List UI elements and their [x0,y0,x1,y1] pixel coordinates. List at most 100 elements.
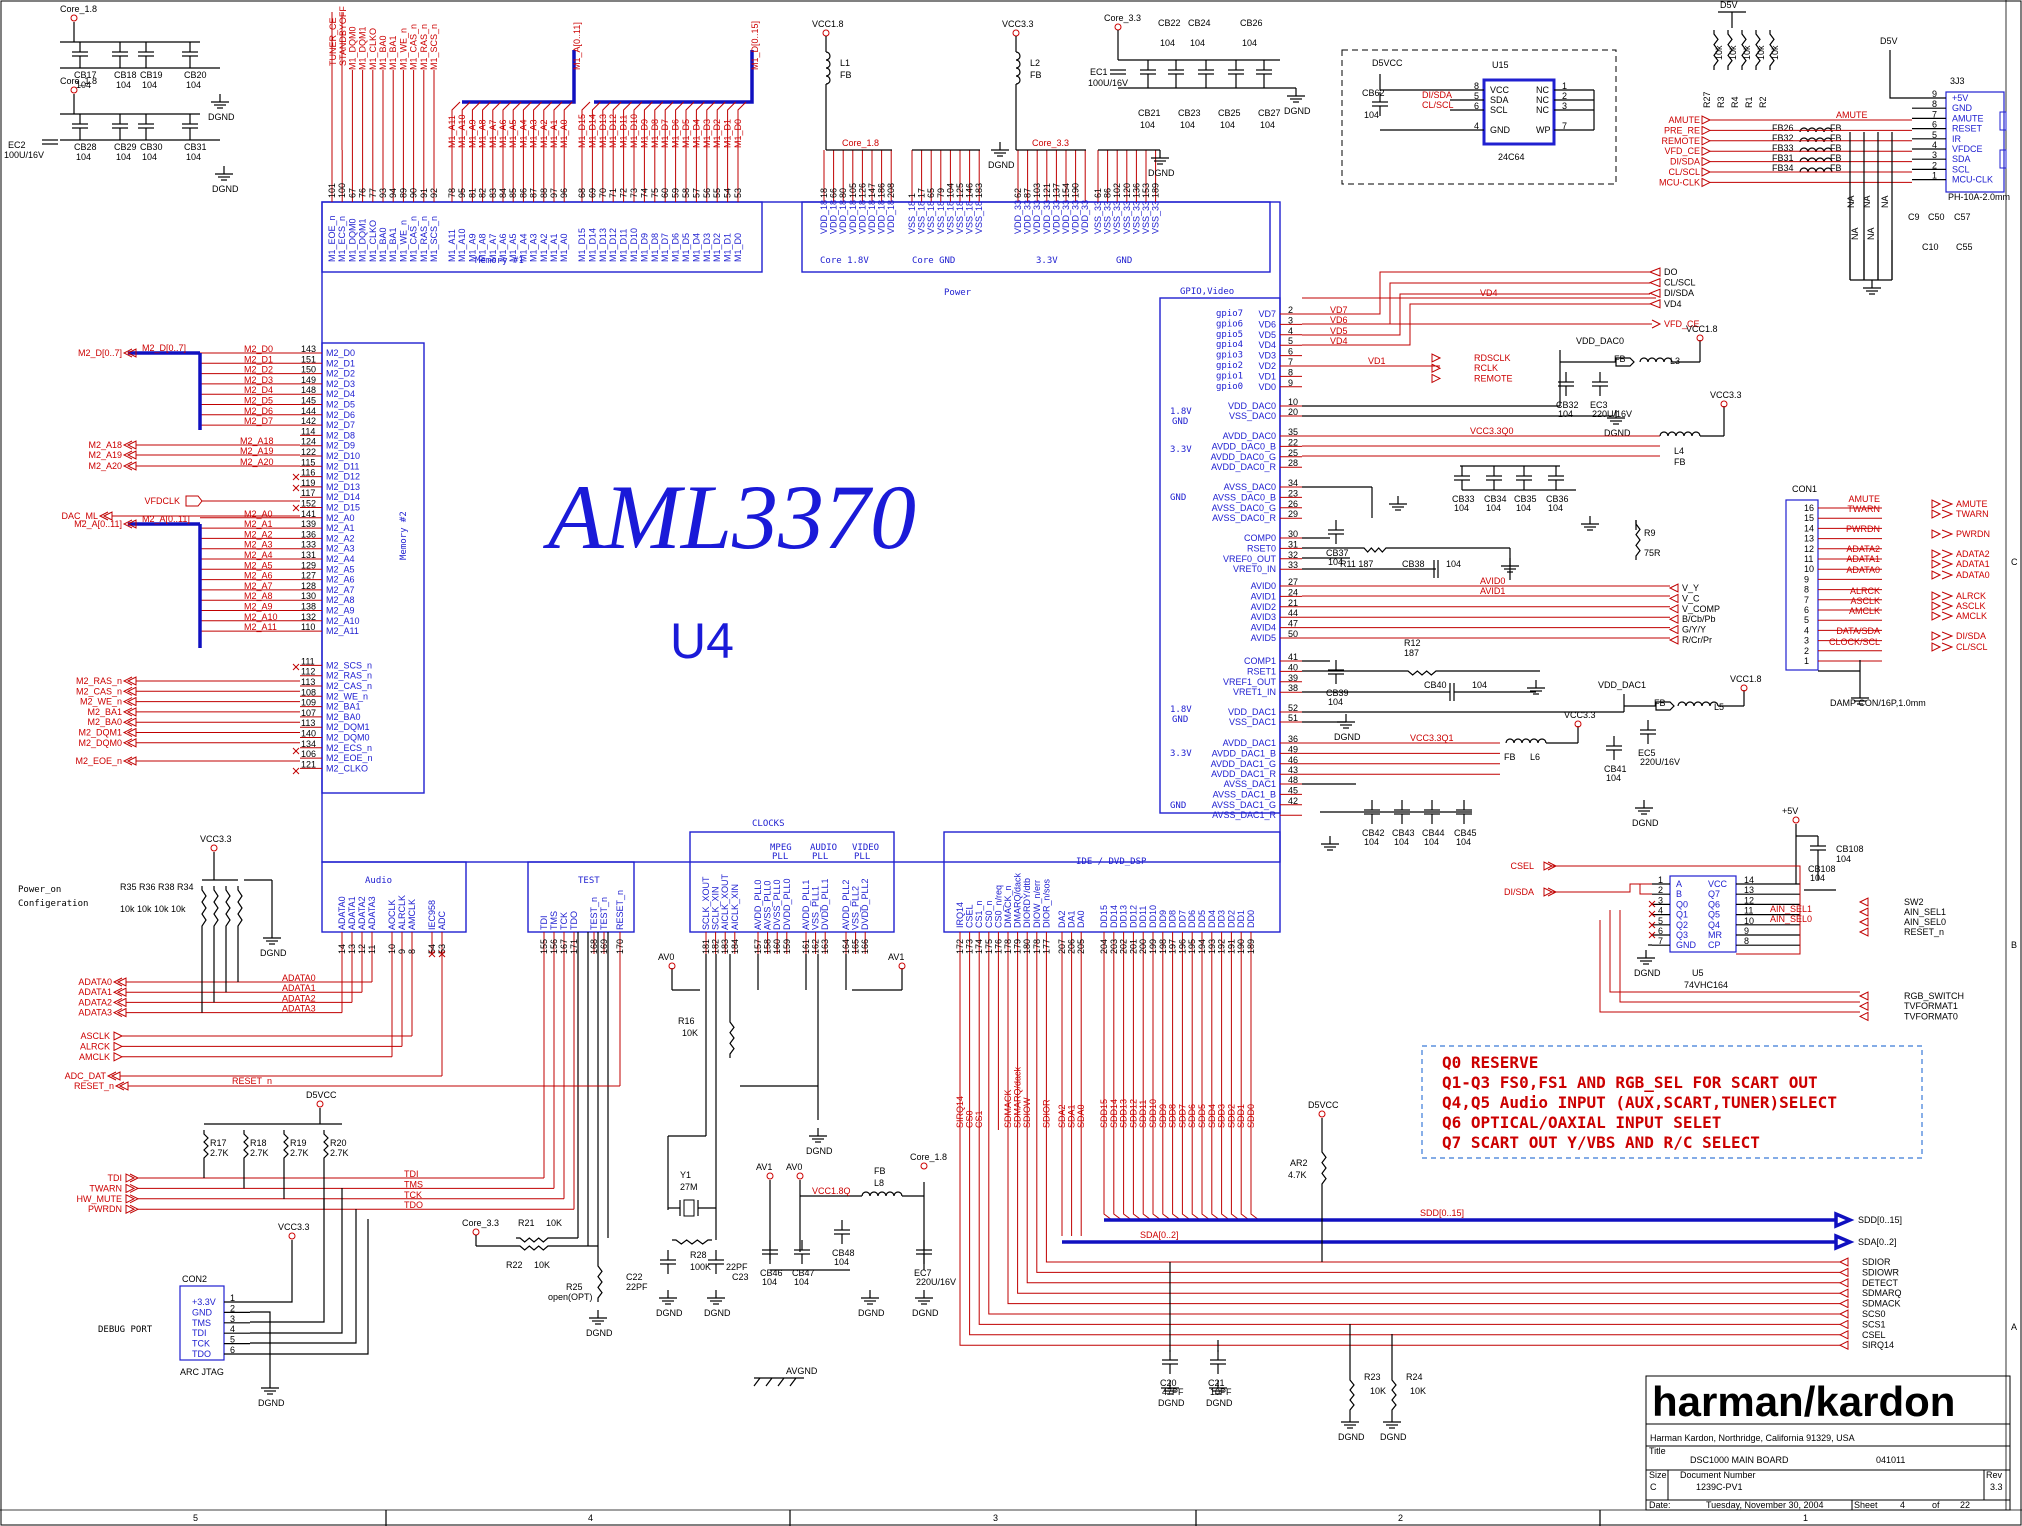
u5-ref: U5 [1692,968,1704,978]
net-label: DI/SDA [1504,887,1534,897]
net-port [122,686,137,697]
cap-ref: CB24 [1188,18,1211,28]
cap-value: 104 [1472,680,1487,690]
resistor [516,1237,552,1243]
ide-pin-num: 179 [1013,939,1023,954]
net-label: ADATA0 [282,973,316,983]
cap-value: 104 [116,80,131,90]
resistor-ref: R12 [1404,638,1421,648]
power-pin-num: 102 [1112,183,1122,198]
net-label: M2_D2 [244,365,273,375]
gpio-pin-name: VD4 [1258,340,1276,350]
power-pin-name: VSS_33 [1151,201,1161,234]
power-pin-num: 125 [955,183,965,198]
mem1-pin-name: M1_A11 [447,229,457,262]
mem2-pin-num: 113 [301,718,315,728]
gpio-pin-name: AVSS_DAC1_R [1212,810,1276,820]
resistor [729,1018,735,1058]
net-label: M2_D1 [244,354,273,364]
note-line: Q4,Q5 Audio INPUT (AUX,SCART,TUNER)SELEC… [1442,1093,1837,1112]
clock-pin-num: 164 [841,939,851,954]
net-port [1838,1277,1849,1288]
no-connect [1648,931,1656,939]
cap-ref: CB47 [792,1268,815,1278]
resistor [201,886,207,930]
clock-pin-name: SCLK_XOUT [701,876,711,930]
mem1-pin-name: M1_A1 [549,233,559,262]
net-label: STANDBYOFF [338,6,348,66]
net-label: SDMARQ/dack [1013,1066,1023,1128]
net-label: TDO [404,1200,423,1210]
bus-m1-d [594,50,754,104]
clock-pin-num: 160 [772,939,782,954]
net-port [122,676,137,686]
net-label: SDD1 [1236,1104,1246,1128]
ide-pin-num: 177 [1041,939,1051,954]
cap-ref: EC3 [1590,400,1608,410]
block-power: Power [944,288,972,298]
net-label: M1_D9 [639,119,649,148]
power-label: Core_1.8 [60,4,97,14]
power-label: Core_1.8 [910,1152,947,1162]
mem2-pin-num: 116 [301,468,315,478]
gpio-alt-name: gpio6 [1216,319,1243,329]
bus-entry [633,101,643,150]
crystal-ref: Y1 [680,1170,691,1180]
net-port [1931,570,1954,580]
net-port [1431,353,1442,363]
cap-ref: CB37 [1326,548,1349,558]
ide-pin-name: DD13 [1119,905,1129,928]
no-connect [292,747,300,755]
clock-sub-label: MPEG [770,843,792,853]
clock-pin-name: DVDD_PLL1 [820,878,830,930]
supply-label: D5V [1880,36,1898,46]
net-label: M1_SCS_n [429,24,439,70]
gpio-pin-num: 24 [1288,587,1298,597]
resistor-ref: R20 [330,1138,347,1148]
net-label: TCK [404,1190,422,1200]
ide-out-wire [988,1130,1840,1315]
net-label: SDA1 [1067,1104,1077,1128]
power-pin-num: 80 [838,188,848,198]
fb-ref: FB26 [1772,123,1794,133]
power-pin-num: 18 [819,188,829,198]
cap-value: 104 [1516,503,1531,513]
cap-ref: CB41 [1604,764,1627,774]
bus-m2-d [128,351,202,430]
net-port [114,1081,129,1091]
net-port [1858,907,1869,917]
clock-pin-name: DVSS_PLL0 [772,879,782,930]
power-pin-num: 66 [829,188,839,198]
mem2-pin-num: 130 [301,591,316,601]
cap-ref: C20 [1160,1378,1177,1388]
fb-block [1615,357,1635,367]
config-label: Power_on [18,885,61,895]
mem1-pin-num: 77 [368,188,378,198]
mem2-pin-name: M2_D12 [326,472,360,482]
cap-value: 100U/16V [4,150,44,160]
test-pin-name: TCK [559,912,569,930]
mem1-pin-name: M1_A0 [559,233,569,262]
net-label: M2_A3 [244,540,273,550]
net-label: AMUTE [1669,115,1701,125]
con1-pin-num: 13 [1804,534,1814,544]
rail-label: 3.3V [1170,749,1192,759]
ide-pin-name: CSEL [965,904,975,928]
gnd-label: AVGND [786,1366,818,1376]
resistor [1755,30,1761,70]
mem1-pin-name: M1_D15 [577,228,587,262]
bus-entry [522,101,532,150]
note-line: Q6 OPTICAL/OAXIAL INPUT SELET [1442,1113,1721,1132]
resistor-value: 100K [690,1262,711,1272]
net-label: M1_CAS_n [409,24,419,70]
con1-pin-num: 11 [1804,554,1813,564]
gnd-label: DGND [988,160,1015,170]
u5-pin-name: Q0 [1676,899,1688,909]
3j3-pin-num: 9 [1932,89,1937,99]
net-label: SDD6 [1187,1104,1197,1128]
ide-pin-name: DD7 [1177,910,1187,928]
net-label: VD4 [1480,288,1498,298]
power-pin-num: 62 [1013,188,1023,198]
date-value: Tuesday, November 30, 2004 [1706,1500,1824,1510]
